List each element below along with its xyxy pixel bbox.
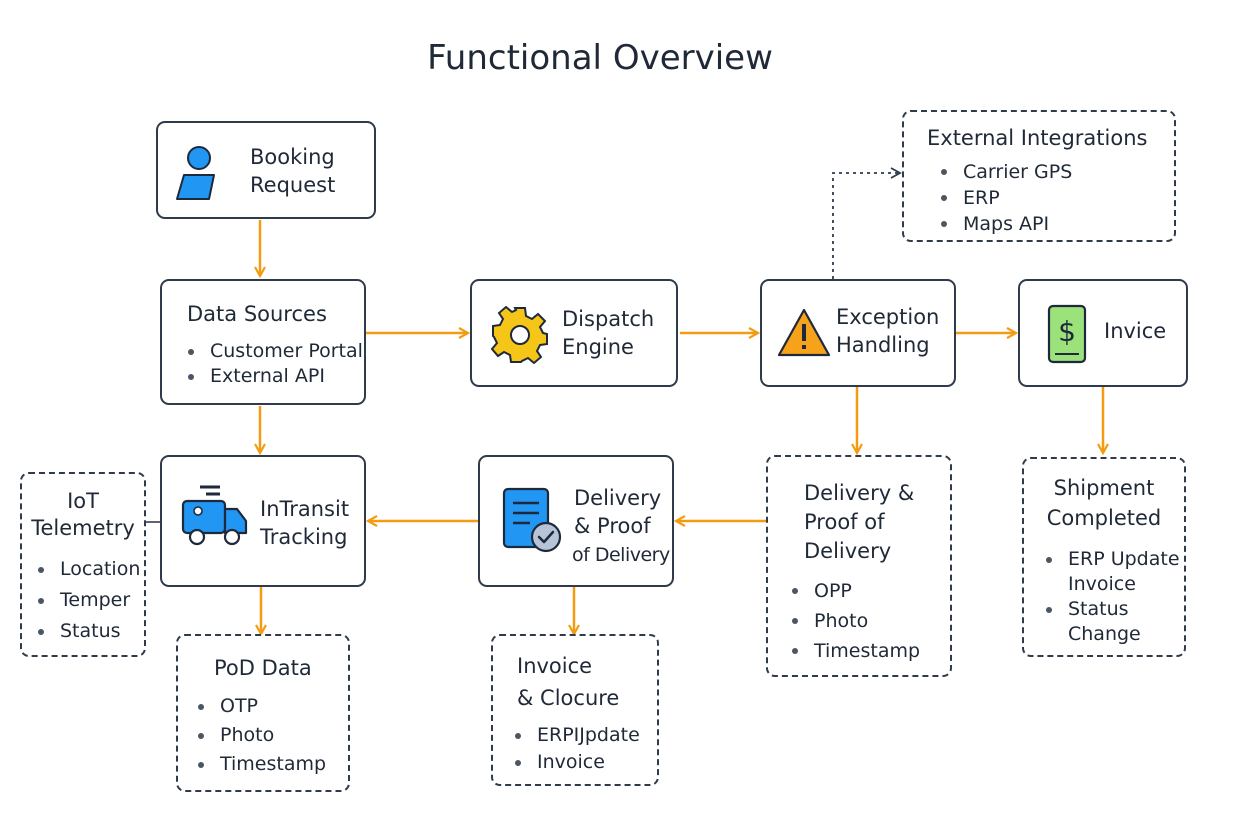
svg-text:$: $: [1058, 315, 1076, 348]
user-laptop-icon: [176, 146, 215, 200]
delivery-proof-label-line2: & Proof: [574, 514, 651, 538]
list-item: ERPIJpdate: [511, 722, 640, 749]
list-item: Carrier GPS: [937, 159, 1072, 185]
invoice-closure-node[interactable]: Invoice & Clocure ERPIJpdate Invoice: [491, 634, 659, 786]
pod-data-heading: PoD Data: [214, 656, 312, 680]
list-item: Temper: [34, 585, 140, 616]
iot-telemetry-list: Location Temper Status: [34, 554, 140, 647]
delivery-proof-node[interactable]: Delivery & Proof of Delivery: [478, 455, 674, 587]
list-item: Timestamp: [788, 636, 920, 666]
data-sources-node[interactable]: Data Sources Customer Portal External AP…: [160, 279, 366, 405]
in-transit-tracking-node[interactable]: InTransit Tracking: [160, 455, 366, 587]
data-sources-heading: Data Sources: [187, 302, 327, 326]
external-integrations-heading: External Integrations: [927, 126, 1148, 150]
data-sources-list: Customer Portal External API: [184, 339, 363, 389]
iot-telemetry-heading: IoT Telemetry: [31, 489, 135, 540]
warning-icon: [777, 308, 831, 357]
invoice-closure-list: ERPIJpdate Invoice: [511, 722, 640, 776]
booking-request-node[interactable]: Booking Request: [156, 121, 376, 219]
shipment-completed-heading: Shipment Completed: [1046, 476, 1162, 530]
list-item: Photo: [194, 721, 326, 750]
delivery-proof-label-line3: of Delivery: [572, 544, 670, 566]
arrow-exception-to-external-integrations: [832, 167, 902, 279]
iot-telemetry-node[interactable]: IoT Telemetry Location Temper Status: [20, 472, 146, 657]
delivery-proof-details-heading: Delivery & Proof of Delivery: [804, 481, 915, 563]
delivery-truck-icon: [181, 485, 248, 546]
dollar-document-icon: $: [1047, 304, 1087, 364]
list-item: ERP: [937, 185, 1072, 211]
invoice-node[interactable]: $ Invice: [1018, 279, 1188, 387]
in-transit-tracking-label: InTransit Tracking: [260, 497, 350, 549]
external-integrations-list: Carrier GPS ERP Maps API: [937, 159, 1072, 237]
list-item: External API: [184, 364, 363, 389]
invoice-label: Invice: [1104, 319, 1167, 343]
delivery-proof-details-node[interactable]: Delivery & Proof of Delivery OPP Photo T…: [766, 455, 952, 677]
exception-handling-node[interactable]: Exception Handling: [760, 279, 956, 387]
invoice-closure-heading: Invoice & Clocure: [517, 654, 620, 710]
list-item: OPP: [788, 576, 920, 606]
delivery-proof-label-line1: Delivery: [574, 486, 662, 510]
dispatch-engine-label: Dispatch Engine: [562, 307, 655, 359]
list-item: Location: [34, 554, 140, 585]
shipment-completed-list: ERP Update Invoice Status Change: [1042, 547, 1180, 647]
list-item: Invoice: [511, 749, 640, 776]
list-item: ERP Update: [1042, 547, 1180, 572]
diagram-title: Functional Overview: [427, 38, 773, 78]
exception-handling-label: Exception Handling: [836, 305, 940, 357]
shipment-completed-node[interactable]: Shipment Completed ERP Update Invoice St…: [1022, 457, 1186, 657]
list-item: Photo: [788, 606, 920, 636]
pod-data-node[interactable]: PoD Data OTP Photo Timestamp: [176, 634, 350, 792]
list-item: Status: [34, 616, 140, 647]
list-item: Invoice Status Change: [1042, 572, 1180, 647]
pod-data-list: OTP Photo Timestamp: [194, 692, 326, 779]
gear-icon: [490, 305, 548, 365]
list-item: Maps API: [937, 211, 1072, 237]
document-check-icon: [502, 487, 562, 553]
list-item: Customer Portal: [184, 339, 363, 364]
dispatch-engine-node[interactable]: Dispatch Engine: [470, 279, 678, 387]
booking-request-label: Booking Request: [250, 145, 336, 197]
list-item: Timestamp: [194, 750, 326, 779]
delivery-proof-details-list: OPP Photo Timestamp: [788, 576, 920, 666]
external-integrations-node[interactable]: External Integrations Carrier GPS ERP Ma…: [902, 110, 1176, 242]
list-item: OTP: [194, 692, 326, 721]
